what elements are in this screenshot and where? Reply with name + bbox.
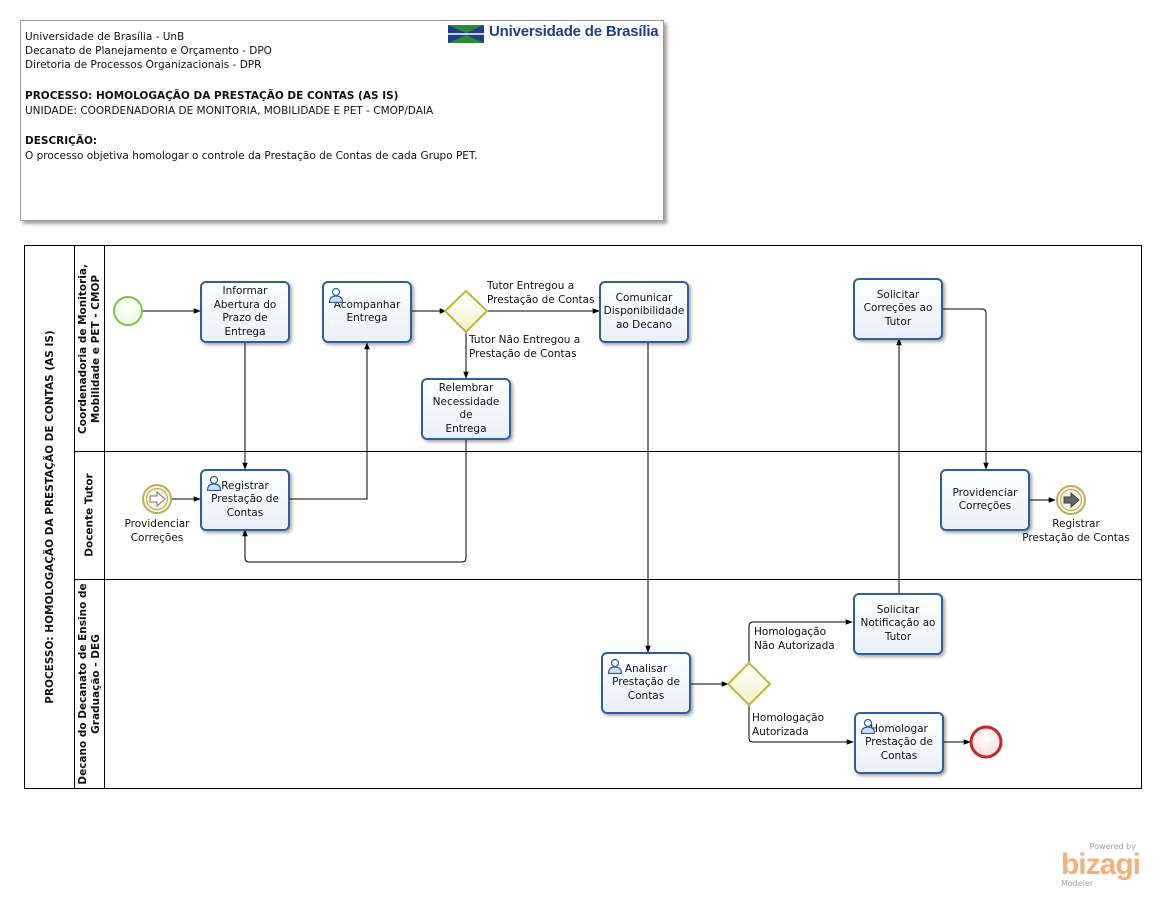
task-homologar-prestacao[interactable]: Homologar Prestação de Contas — [854, 712, 944, 774]
exclusive-gateway-homologation-icon — [726, 661, 772, 707]
flow-label-tutor-entregou: Tutor Entregou a Prestação de Contas — [487, 280, 595, 306]
task-providenciar-correcoes[interactable]: Providenciar Correções — [940, 469, 1030, 531]
end-event-icon — [969, 725, 1003, 759]
unb-logo-icon — [448, 25, 484, 43]
task-registrar-prestacao[interactable]: Registrar Prestação de Contas — [200, 469, 290, 531]
pool-title: PROCESSO: HOMOLOGAÇÃO DA PRESTAÇÃO DE CO… — [25, 246, 75, 788]
task-solicitar-correcoes[interactable]: Solicitar Correções ao Tutor — [853, 278, 943, 340]
lane-separator — [75, 579, 1141, 580]
lane-header-docente-tutor: Docente Tutor — [75, 451, 105, 579]
flow-relembrar-to-registrar — [242, 440, 467, 563]
user-task-icon — [328, 287, 344, 303]
task-analisar-prestacao[interactable]: Analisar Prestação de Contas — [601, 652, 691, 714]
user-task-icon — [206, 475, 222, 491]
flow-solicitar-correcoes-to-providenciar — [943, 308, 989, 470]
header-diretoria: Diretoria de Processos Organizacionais -… — [25, 59, 262, 71]
header-description-text: O processo objetiva homologar o controle… — [25, 150, 478, 162]
header-decanato: Decanato de Planejamento e Orçamento - D… — [25, 45, 272, 57]
bizagi-watermark: Powered by bizagi Modeler — [1060, 842, 1141, 888]
flow-label-autorizada: Homologação Autorizada — [752, 712, 825, 738]
message-start-event-icon — [142, 484, 172, 514]
start-message-event-label: Providenciar Correções — [124, 518, 190, 544]
flow-gateway-to-solicitar-notificacao — [748, 619, 853, 663]
flow-gateway-to-homologar — [748, 705, 854, 745]
process-pool: PROCESSO: HOMOLOGAÇÃO DA PRESTAÇÃO DE CO… — [24, 245, 1142, 789]
header-unit: UNIDADE: COORDENADORIA DE MONITORIA, MOB… — [25, 105, 434, 117]
flow-label-tutor-nao-entregou: Tutor Não Entregou a Prestação de Contas — [469, 334, 581, 360]
flow-registrar-to-acompanhar — [290, 342, 370, 500]
message-end-event-icon — [1056, 485, 1086, 515]
exclusive-gateway-delivery-icon — [443, 289, 489, 334]
task-solicitar-notificacao[interactable]: Solicitar Notificação ao Tutor — [853, 593, 943, 655]
task-acompanhar-entrega[interactable]: Acompanhar Entrega — [322, 281, 412, 343]
lane-separator — [75, 451, 1141, 452]
lane-header-deg: Decano do Decanato de Ensino de Graduaçã… — [75, 579, 105, 788]
header-university: Universidade de Brasília - UnB — [25, 31, 185, 43]
user-task-icon — [860, 718, 876, 734]
process-header-box: Universidade de Brasília - UnB Decanato … — [20, 20, 664, 221]
task-relembrar-necessidade[interactable]: Relembrar Necessidade de Entrega — [421, 378, 511, 440]
lane-header-cmop: Coordenadoria de Monitoria, Mobilidade e… — [75, 246, 105, 451]
header-description-label: DESCRIÇÃO: — [25, 135, 98, 147]
task-comunicar-disponibilidade[interactable]: Comunicar Disponibilidade ao Decano — [599, 281, 689, 343]
start-event-icon — [113, 296, 143, 326]
flow-label-nao-autorizada: Homologação Não Autorizada — [754, 626, 835, 652]
header-process: PROCESSO: HOMOLOGAÇÃO DA PRESTAÇÃO DE CO… — [25, 90, 399, 102]
user-task-icon — [607, 658, 623, 674]
unb-logo-text: Universidade de Brasília — [489, 23, 659, 40]
end-message-event-label: Registrar Prestação de Contas — [1022, 518, 1130, 544]
task-informar-abertura[interactable]: Informar Abertura do Prazo de Entrega — [200, 281, 290, 343]
